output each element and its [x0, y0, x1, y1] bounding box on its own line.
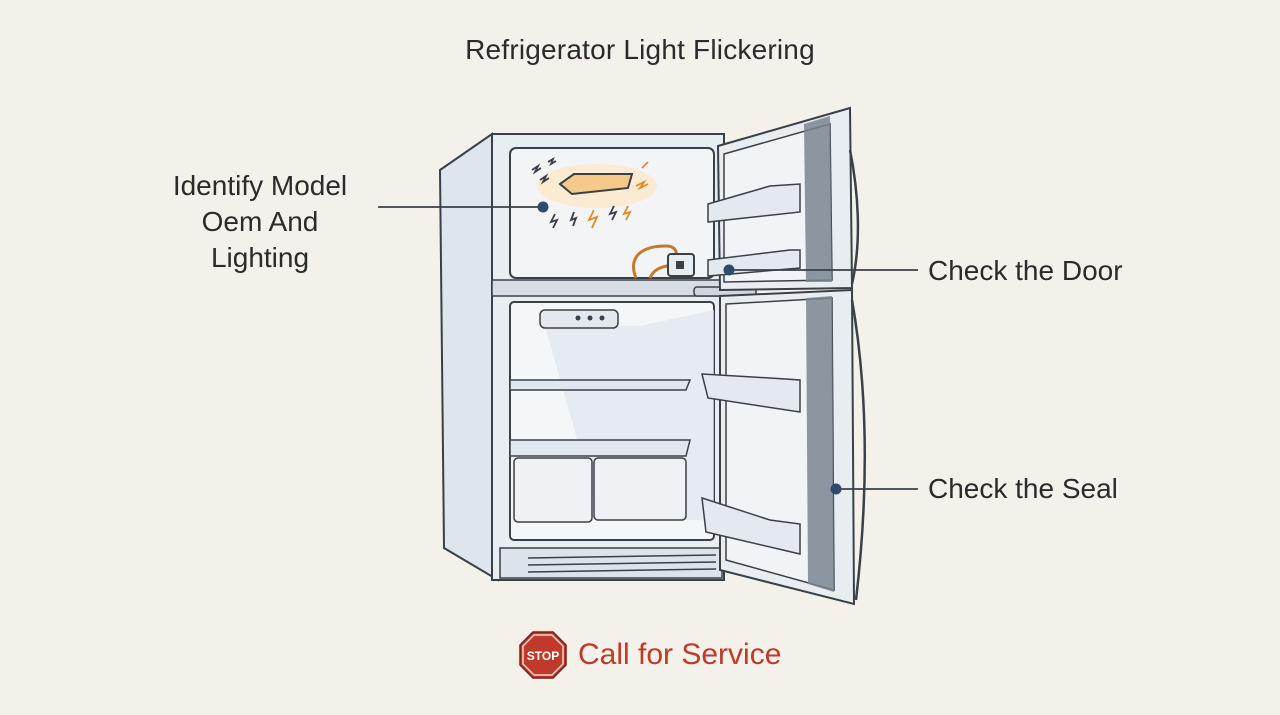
freezer-door-gasket [804, 116, 832, 282]
call-for-service: STOP Call for Service [518, 630, 781, 680]
callout-dot [537, 201, 549, 213]
callout-dot [723, 264, 735, 276]
fridge-shelf [509, 439, 691, 457]
callout-identify-model: Identify Model Oem And Lighting [150, 168, 370, 276]
door-handle [850, 299, 866, 601]
door-bin [707, 183, 801, 223]
callout-dot [830, 483, 842, 495]
fridge-shelf [509, 379, 692, 391]
grille-slat [527, 561, 717, 566]
fridge-door-gasket [806, 296, 834, 592]
callout-check-door: Check the Door [928, 255, 1123, 286]
light-dot [575, 315, 581, 321]
light-bulb-icon [558, 173, 634, 196]
door-bin [701, 373, 801, 413]
spark-icon [531, 156, 649, 229]
grille-slat [527, 568, 717, 573]
crisper-drawer [513, 457, 593, 523]
fridge-side-panel [438, 132, 500, 582]
stop-sign-icon: STOP [519, 631, 567, 679]
diagram-title: Refrigerator Light Flickering [465, 34, 815, 65]
callout-check-seal: Check the Seal [928, 473, 1118, 504]
stop-sign-text: STOP [527, 649, 559, 663]
call-for-service-label: Call for Service [578, 638, 782, 671]
connector-pin [676, 261, 684, 269]
callout-identify-line2: Oem And Lighting [201, 206, 319, 273]
light-dot [599, 315, 605, 321]
crisper-drawer [593, 457, 687, 521]
door-bin [701, 496, 801, 555]
grille-slat [527, 554, 717, 559]
callout-identify-line1: Identify Model [172, 170, 348, 201]
light-dot [587, 315, 593, 321]
compartment-divider [491, 279, 725, 297]
